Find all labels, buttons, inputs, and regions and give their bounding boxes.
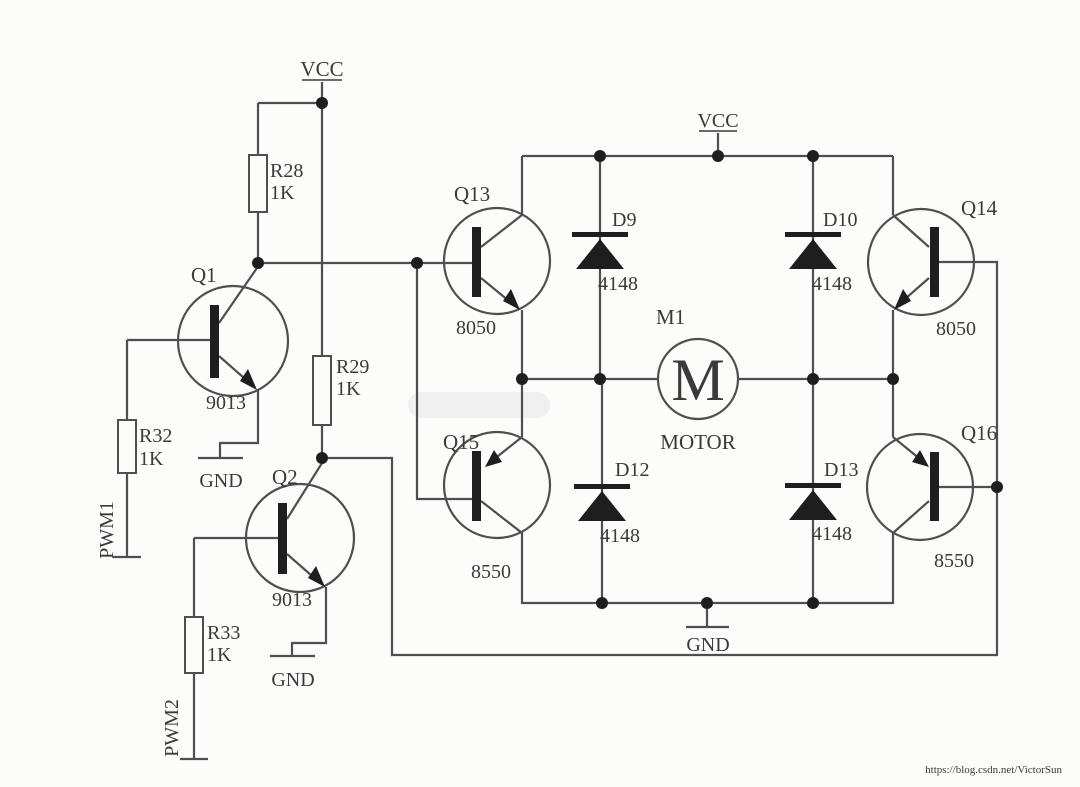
transistor-q13-ref: Q13	[454, 182, 490, 206]
gnd-q1-label: GND	[199, 470, 242, 492]
transistor-q16: Q16 8550	[865, 421, 997, 572]
resistor-r33: R33 1K	[184, 616, 240, 674]
diode-d9-ref: D9	[612, 209, 636, 231]
diode-d10: D10 4148	[785, 209, 857, 295]
diode-d13-part: 4148	[812, 523, 852, 545]
transistor-q15-part: 8550	[471, 561, 511, 583]
transistor-q16-part: 8550	[934, 550, 974, 572]
diode-d9: D9 4148	[572, 209, 638, 295]
pwm-input-labels: PWM1 PWM2	[96, 501, 183, 757]
resistor-r29-value: 1K	[336, 378, 361, 400]
pwm2-label: PWM2	[161, 699, 183, 757]
resistor-r32-ref: R32	[139, 425, 172, 447]
resistor-r32-value: 1K	[139, 448, 164, 470]
power-labels: VCC VCC GND GND GND	[199, 57, 738, 691]
transistor-q15-ref: Q15	[443, 430, 479, 454]
resistor-r32: R32 1K	[117, 419, 172, 474]
diode-d13-ref: D13	[824, 459, 858, 481]
resistor-r29-ref: R29	[336, 356, 369, 378]
motor-label: MOTOR	[660, 430, 735, 454]
transistor-q1: Q1 9013	[176, 263, 290, 414]
resistor-r33-value: 1K	[207, 644, 232, 666]
transistor-q2-part: 9013	[272, 589, 312, 611]
resistor-r28: R28 1K	[248, 154, 303, 213]
transistor-q13-part: 8050	[456, 317, 496, 339]
pwm1-label: PWM1	[96, 501, 118, 559]
diode-d12: D12 4148	[574, 459, 649, 547]
motor-ref: M1	[656, 305, 685, 329]
diode-d12-part: 4148	[600, 525, 640, 547]
diode-d10-part: 4148	[812, 273, 852, 295]
motor-symbol: M	[671, 347, 724, 413]
diode-d9-part: 4148	[598, 273, 638, 295]
diode-d10-ref: D10	[823, 209, 857, 231]
gnd-bottom-label: GND	[686, 634, 729, 656]
transistor-q13: Q13 8050	[442, 182, 552, 339]
transistor-q1-ref: Q1	[191, 263, 217, 287]
wires	[113, 79, 999, 761]
transistor-q2: Q2 9013	[244, 465, 356, 611]
resistor-r28-value: 1K	[270, 182, 295, 204]
vcc-top-label: VCC	[697, 110, 738, 132]
diode-d12-ref: D12	[615, 459, 649, 481]
resistor-r33-ref: R33	[207, 622, 240, 644]
scan-smudge	[408, 392, 550, 418]
watermark-text: https://blog.csdn.net/VictorSun	[925, 764, 1062, 776]
vcc-left-label: VCC	[300, 57, 343, 81]
transistor-q14-ref: Q14	[961, 196, 998, 220]
motor-m1: M M1 MOTOR	[656, 305, 740, 454]
transistor-q16-ref: Q16	[961, 421, 997, 445]
transistor-q14-part: 8050	[936, 318, 976, 340]
diode-d13: D13 4148	[785, 459, 858, 545]
resistor-r28-ref: R28	[270, 160, 303, 182]
gnd-q2-label: GND	[271, 669, 314, 691]
resistor-r29: R29 1K	[312, 355, 369, 426]
transistor-q15: Q15 8550	[442, 430, 552, 583]
transistor-q14: Q14 8050	[866, 196, 998, 340]
junction-dots	[252, 97, 1003, 609]
transistor-q2-ref: Q2	[272, 465, 298, 489]
transistor-q1-part: 9013	[206, 392, 246, 414]
